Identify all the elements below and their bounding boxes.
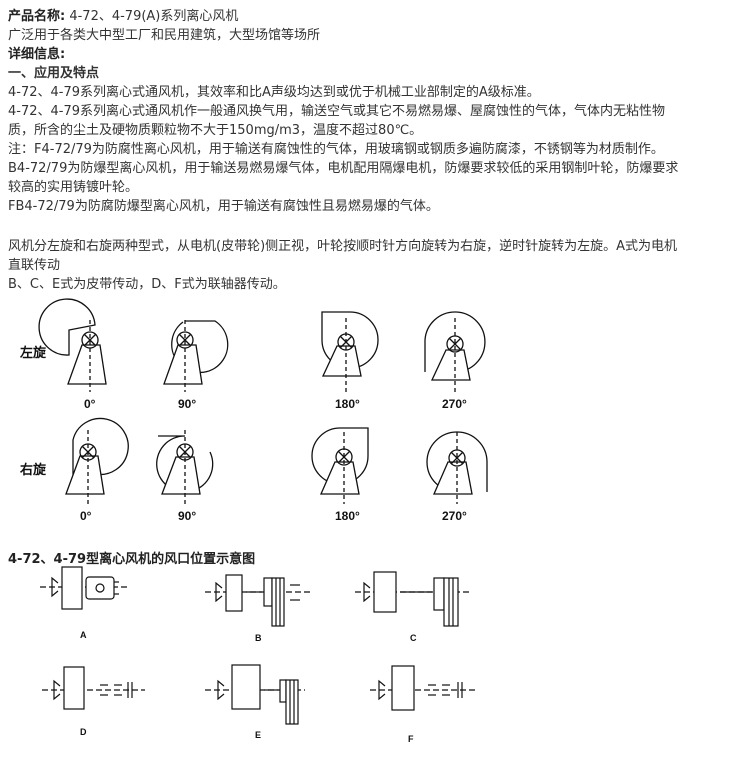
paragraph-3: 注：F4-72/79为防腐性离心风机，用于输送有腐蚀性的气体，用玻璃钢或钢质多遍… [8, 142, 664, 157]
paragraph-2b: 质，所含的尘土及硬物质颗粒物不大于150mg/m3，温度不超过80℃。 [8, 123, 423, 138]
paragraph-7: B、C、E式为皮带传动，D、F式为联轴器传动。 [8, 277, 286, 292]
paragraph-5: FB4-72/79为防腐防爆型离心风机，用于输送有腐蚀性且易燃易爆的气体。 [8, 199, 439, 214]
paragraph-6a: 风机分左旋和右旋两种型式，从电机(皮带轮)侧正视，叶轮按顺时针方向旋转为右旋，逆… [8, 239, 678, 254]
outlet-label-d: D [80, 727, 87, 737]
paragraph-6b: 直联传动 [8, 258, 61, 273]
product-name-value: 4-72、4-79(A)系列离心风机 [65, 9, 239, 24]
outlet-label-e: E [255, 730, 261, 740]
product-name-line: 产品名称: 4-72、4-79(A)系列离心风机 [8, 8, 238, 26]
right-rotation-label: 右旋 [19, 462, 47, 478]
outlet-label-c: C [410, 633, 417, 643]
outlet-label-f: F [408, 734, 414, 744]
paragraph-2a: 4-72、4-79系列离心式通风机作一般通风换气用，输送空气或其它不易燃易爆、屋… [8, 104, 666, 119]
angle-right-0: 0° [80, 509, 92, 523]
left-rotation-label: 左旋 [20, 345, 47, 361]
angle-right-270: 270° [442, 509, 467, 523]
usage-line: 广泛用于各类大中型工厂和民用建筑，大型场馆等场所 [8, 28, 321, 43]
product-name-label: 产品名称: [8, 9, 66, 24]
outlet-label-b: B [255, 633, 262, 643]
angle-left-90: 90° [178, 397, 196, 411]
paragraph-1: 4-72、4-79系列离心式通风机，其效率和比A声级均达到或优于机械工业部制定的… [8, 85, 540, 100]
angle-left-180: 180° [335, 397, 360, 411]
angle-left-270: 270° [442, 397, 467, 411]
outlet-label-a: A [80, 630, 87, 640]
angle-right-180: 180° [335, 509, 360, 523]
outlet-figure-title: 4-72、4-79型离心风机的风口位置示意图 [8, 552, 256, 567]
paragraph-4b: 较高的实用铸镀叶轮。 [8, 180, 139, 195]
rotation-figure: 左旋 右旋 0° 90° 180° 270° 0° 90° 180° 270° [19, 298, 488, 523]
angle-right-90: 90° [178, 509, 196, 523]
angle-left-0: 0° [84, 397, 96, 411]
section-title: 一、应用及特点 [8, 66, 100, 81]
paragraph-4a: B4-72/79为防爆型离心风机，用于输送易燃易爆气体，电机配用隔爆电机，防爆要… [8, 161, 679, 176]
detail-title: 详细信息: [8, 47, 66, 62]
